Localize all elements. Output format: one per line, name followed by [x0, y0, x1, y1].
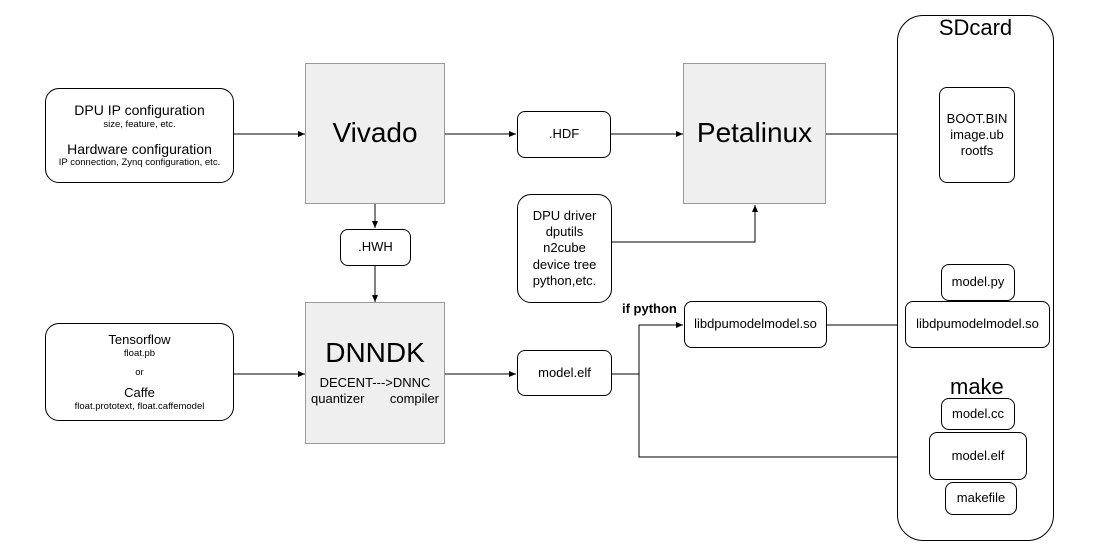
- driver-item: n2cube: [543, 240, 586, 256]
- hwh-label: .HWH: [358, 239, 393, 255]
- driver-item: dputils: [545, 224, 584, 240]
- compiler-label: compiler: [389, 391, 439, 407]
- image-ub-label: image.ub: [950, 126, 1004, 142]
- sd-model-py-box: model.py: [941, 264, 1015, 301]
- libso-label: libdpumodelmodel.so: [694, 316, 817, 332]
- petalinux-label: Petalinux: [696, 117, 813, 149]
- arrow-drivers-to-petalinux: [612, 205, 758, 243]
- model-elf-label: model.elf: [538, 364, 591, 380]
- sd-model-elf-box: model.elf: [929, 432, 1027, 480]
- or-label: or: [135, 367, 144, 379]
- quantizer-label: quantizer: [311, 391, 365, 407]
- sd-model-cc-label: model.cc: [951, 405, 1005, 421]
- sd-model-py-label: model.py: [951, 274, 1005, 290]
- if-python-label: if python: [622, 301, 677, 316]
- arrow-elf-to-make: [638, 374, 929, 460]
- sdcard-title: SDcard: [938, 15, 1013, 40]
- hwh-box: .HWH: [340, 229, 411, 266]
- caffe-title: Caffe: [124, 384, 155, 400]
- sd-model-elf-label: model.elf: [951, 447, 1005, 463]
- make-title: make: [950, 374, 1004, 399]
- dpu-config-sub: size, feature, etc.: [103, 119, 176, 131]
- hdf-box: .HDF: [517, 111, 611, 158]
- arrow-elf-to-libso: [612, 322, 683, 375]
- tensorflow-sub: float.pb: [123, 347, 156, 359]
- dnndk-title: DNNDK: [325, 337, 425, 369]
- sd-libso-box: libdpumodelmodel.so: [905, 301, 1050, 348]
- vivado-box: Vivado: [305, 63, 445, 204]
- framework-box: Tensorflow float.pb or Caffe float.proto…: [45, 323, 234, 421]
- sd-libso-label: libdpumodelmodel.so: [916, 316, 1039, 332]
- sd-makefile-box: makefile: [945, 482, 1017, 515]
- hw-config-title: Hardware configuration: [67, 140, 212, 157]
- petalinux-box: Petalinux: [683, 63, 826, 204]
- boot-files-box: BOOT.BIN image.ub rootfs: [939, 87, 1015, 183]
- dnndk-box: DNNDK DECENT--->DNNC quantizer compiler: [305, 302, 445, 444]
- dnndk-sub-row: quantizer compiler: [311, 391, 439, 407]
- dpu-config-title: DPU IP configuration: [74, 102, 205, 119]
- model-elf-box: model.elf: [517, 350, 612, 396]
- hw-config-sub: IP connection, Zynq configuration, etc.: [58, 157, 221, 169]
- dpu-config-box: DPU IP configuration size, feature, etc.…: [45, 88, 234, 183]
- vivado-label: Vivado: [332, 117, 418, 149]
- caffe-sub: float.prototext, float.caffemodel: [74, 400, 205, 412]
- drivers-box: DPU driver dputils n2cube device tree py…: [517, 194, 612, 303]
- boot-bin-label: BOOT.BIN: [946, 110, 1008, 126]
- driver-item: device tree: [532, 256, 597, 272]
- rootfs-label: rootfs: [960, 143, 994, 159]
- tensorflow-title: Tensorflow: [108, 331, 171, 347]
- driver-item: python,etc.: [532, 272, 597, 288]
- sd-makefile-label: makefile: [956, 490, 1006, 506]
- dnndk-line: DECENT--->DNNC: [319, 375, 431, 391]
- hdf-label: .HDF: [548, 126, 580, 142]
- libso-box: libdpumodelmodel.so: [684, 301, 827, 348]
- driver-item: DPU driver: [532, 207, 597, 223]
- sd-model-cc-box: model.cc: [941, 398, 1015, 430]
